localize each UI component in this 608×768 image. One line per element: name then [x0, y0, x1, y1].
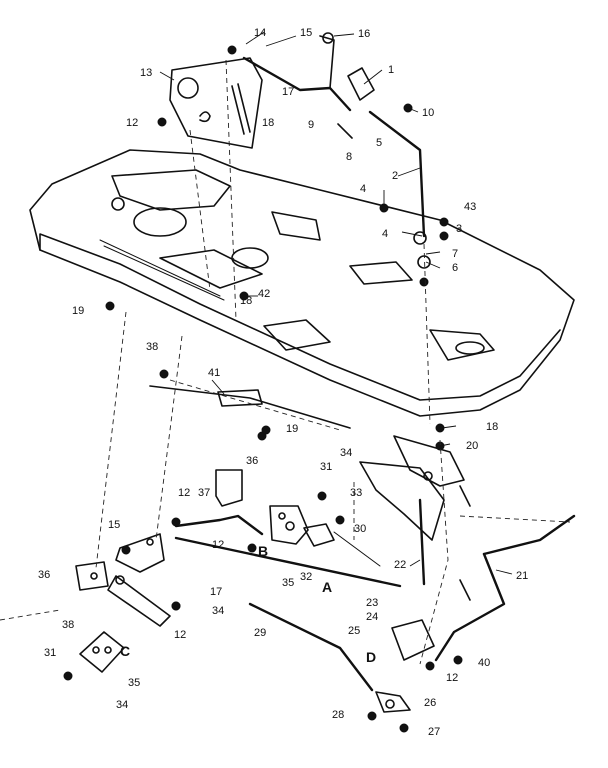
bracket-36-upper [215, 469, 243, 507]
callout-29: 29 [254, 627, 266, 639]
callout-labels: 1 2 3 4 4 5 6 7 8 9 10 12 12 12 12 12 13… [38, 27, 528, 738]
callout-19a: 19 [72, 305, 84, 317]
chassis-body [29, 149, 575, 417]
callout-12e: 12 [446, 672, 458, 684]
hardware [63, 45, 463, 721]
left-linkage [107, 533, 171, 627]
callout-4b: 4 [382, 228, 388, 240]
callout-18a: 18 [262, 117, 274, 129]
callout-21: 21 [516, 570, 528, 582]
section-letter-b: B [258, 543, 268, 559]
callout-12a: 12 [126, 117, 138, 129]
callout-6: 6 [452, 262, 458, 274]
leader-lines [159, 31, 513, 575]
callout-24: 24 [366, 611, 378, 623]
mounting-plate [157, 57, 263, 149]
callout-34b: 34 [212, 605, 224, 617]
callout-43: 43 [464, 201, 476, 213]
callout-3: 3 [456, 223, 462, 235]
section-letter-a: A [322, 579, 332, 595]
callout-41: 41 [208, 367, 220, 379]
callout-32: 32 [300, 571, 312, 583]
callout-14: 14 [254, 27, 266, 39]
callout-35a: 35 [282, 577, 294, 589]
callout-17a: 17 [282, 86, 294, 98]
callout-34a: 34 [340, 447, 352, 459]
callout-42: 42 [258, 288, 270, 300]
callout-28: 28 [332, 709, 344, 721]
callout-34c: 34 [116, 699, 128, 711]
callout-12c: 12 [212, 539, 224, 551]
callout-2: 2 [392, 170, 398, 182]
callout-31a: 31 [320, 461, 332, 473]
callout-13: 13 [140, 67, 152, 79]
bracket-25 [391, 619, 435, 661]
callout-20: 20 [466, 440, 478, 452]
spring-32 [303, 523, 381, 567]
rod-29 [174, 536, 402, 692]
callout-12d: 12 [174, 629, 186, 641]
callout-36b: 36 [38, 569, 50, 581]
callout-9: 9 [308, 119, 314, 131]
callout-38b: 38 [62, 619, 74, 631]
linkage-26 [375, 691, 411, 733]
rear-bracket [149, 369, 351, 441]
callout-18c: 18 [486, 421, 498, 433]
callout-17b: 17 [210, 586, 222, 598]
callout-33: 33 [350, 487, 362, 499]
callout-36a: 36 [246, 455, 258, 467]
callout-22: 22 [394, 559, 406, 571]
left-bracket-36 [75, 561, 109, 591]
section-letters: A B C D [120, 543, 376, 665]
callout-15a: 15 [300, 27, 312, 39]
wheel-35-upper [269, 505, 309, 545]
lift-lever-arm [242, 32, 426, 238]
callout-25: 25 [348, 625, 360, 637]
alignment-lines [0, 59, 571, 665]
callout-23: 23 [366, 597, 378, 609]
lever-21 [434, 514, 576, 662]
wheel-35-lower [79, 631, 125, 673]
callout-30: 30 [354, 523, 366, 535]
rod-37 [174, 514, 264, 536]
callout-35b: 35 [128, 677, 140, 689]
callout-37: 37 [198, 487, 210, 499]
callout-31b: 31 [44, 647, 56, 659]
right-bracket [359, 435, 471, 541]
callout-27: 27 [428, 726, 440, 738]
callout-38a: 38 [146, 341, 158, 353]
callout-16: 16 [358, 28, 370, 40]
rod-22 [418, 498, 426, 586]
callout-4a: 4 [360, 183, 366, 195]
section-letter-d: D [366, 649, 376, 665]
callout-40: 40 [478, 657, 490, 669]
callout-19b: 19 [286, 423, 298, 435]
callout-10: 10 [422, 107, 434, 119]
callout-18b: 18 [240, 295, 252, 307]
section-letter-c: C [120, 643, 130, 659]
callout-26: 26 [424, 697, 436, 709]
callout-12b: 12 [178, 487, 190, 499]
callout-1: 1 [388, 64, 394, 76]
callout-5: 5 [376, 137, 382, 149]
callout-15b: 15 [108, 519, 120, 531]
callout-7: 7 [452, 248, 458, 260]
callout-8: 8 [346, 151, 352, 163]
